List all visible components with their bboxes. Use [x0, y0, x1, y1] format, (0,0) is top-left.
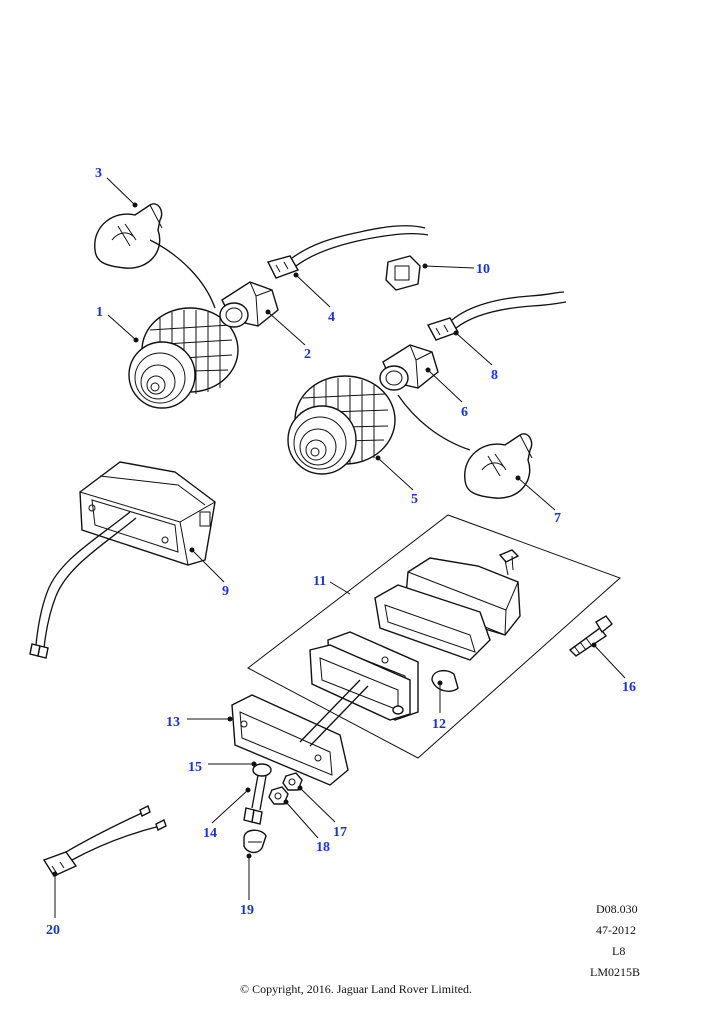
leader-lines [52, 177, 626, 918]
reference-drawing: LM0215B [590, 965, 640, 979]
callout-17[interactable]: 17 [333, 825, 347, 840]
connector-part-20 [42, 805, 167, 877]
nut-part-18 [268, 786, 289, 805]
callout-12[interactable]: 12 [432, 717, 446, 732]
callout-6[interactable]: 6 [461, 405, 468, 420]
screw-top [498, 549, 520, 576]
callout-2[interactable]: 2 [304, 347, 311, 362]
callout-4[interactable]: 4 [328, 310, 335, 325]
bulb-part-12 [431, 669, 459, 692]
wire-ends-part-14 [243, 807, 263, 825]
copyright-notice: © Copyright, 2016. Jaguar Land Rover Lim… [240, 982, 472, 996]
callout-11[interactable]: 11 [313, 574, 326, 589]
callout-13[interactable]: 13 [166, 715, 180, 730]
kit-outline-part-11 [247, 514, 621, 759]
lamp-lens [374, 584, 491, 661]
bulb-part-3 [94, 203, 163, 269]
callout-10[interactable]: 10 [476, 262, 490, 277]
callout-16[interactable]: 16 [622, 680, 636, 695]
grommet-part-15 [251, 763, 272, 811]
lamp-base [309, 644, 411, 721]
bulb-holder-part-6 [379, 344, 439, 391]
plate-lamp-part-9 [79, 461, 216, 566]
lamp-housing-part-1 [128, 307, 239, 409]
lamp-housing-part-5 [287, 375, 396, 475]
callout-1[interactable]: 1 [96, 305, 103, 320]
callout-18[interactable]: 18 [316, 840, 330, 855]
callout-7[interactable]: 7 [554, 511, 561, 526]
callout-19[interactable]: 19 [240, 903, 254, 918]
bulb-part-7 [464, 433, 533, 499]
callout-9[interactable]: 9 [222, 584, 229, 599]
connector-part-4 [266, 225, 429, 279]
bulb-holder-part-2 [219, 281, 279, 328]
reference-level: L8 [612, 944, 625, 958]
reference-code: D08.030 [596, 902, 638, 916]
plate-lamp-part-13 [231, 694, 349, 786]
reference-date: 47-2012 [596, 923, 636, 937]
connector-part-8 [426, 291, 567, 341]
callout-14[interactable]: 14 [203, 826, 217, 841]
callout-3[interactable]: 3 [95, 166, 102, 181]
bulb-part-19 [243, 829, 267, 854]
bolt-part-16 [568, 615, 613, 657]
grommet-part-10 [385, 255, 421, 291]
callout-8[interactable]: 8 [491, 368, 498, 383]
callout-15[interactable]: 15 [188, 760, 202, 775]
callout-5[interactable]: 5 [411, 492, 418, 507]
callout-20[interactable]: 20 [46, 923, 60, 938]
nut-part-17 [282, 772, 303, 791]
